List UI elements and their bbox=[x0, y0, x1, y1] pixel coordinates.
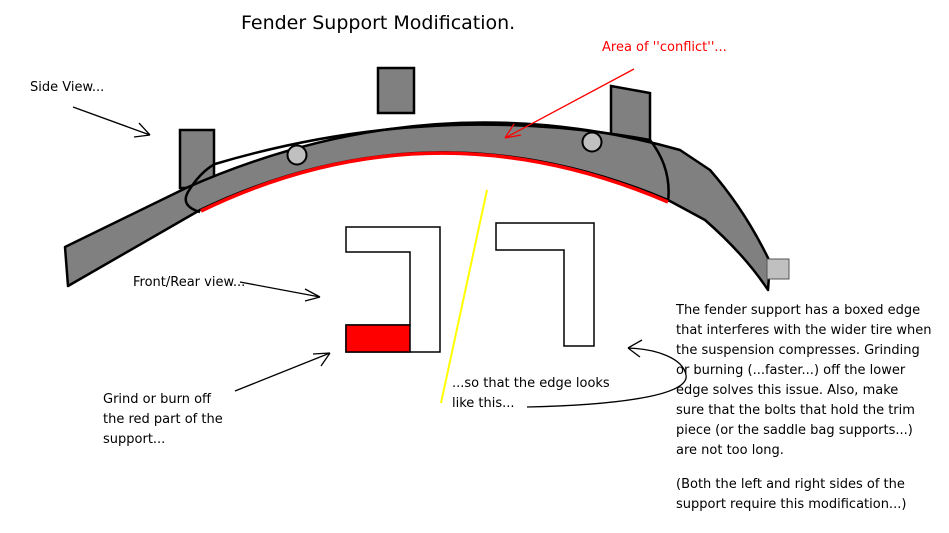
description-line: edge solves this issue. Also, make bbox=[676, 383, 899, 398]
note-line: (Both the left and right sides of the bbox=[676, 477, 905, 492]
grind-instruction-line: the red part of the bbox=[103, 412, 223, 427]
description-line: or burning (...faster...) off the lower bbox=[676, 363, 906, 378]
left-bolt bbox=[286, 144, 308, 166]
red-grind-area bbox=[345, 324, 411, 353]
grind-instruction: Grind or burn off the red part of the su… bbox=[103, 390, 223, 450]
description-paragraph: The fender support has a boxed edge that… bbox=[676, 301, 932, 461]
profile-after-outline bbox=[495, 222, 595, 347]
diagram-title: Fender Support Modification. bbox=[241, 12, 516, 34]
description-line: sure that the bolts that hold the trim bbox=[676, 403, 915, 418]
note-line: support require this modification...) bbox=[676, 497, 907, 512]
description-line: the suspension compresses. Grinding bbox=[676, 343, 920, 358]
side-view-label: Side View... bbox=[30, 80, 105, 95]
conflict-label: Area of ''conflict''... bbox=[602, 40, 727, 55]
grind-instruction-line: support... bbox=[103, 432, 166, 447]
description-line: The fender support has a boxed edge bbox=[676, 303, 921, 318]
boxed-section-outline bbox=[184, 123, 670, 214]
center-bracket bbox=[376, 66, 416, 115]
loop-arrow bbox=[526, 339, 687, 408]
description-line: that interferes with the wider tire when bbox=[676, 323, 932, 338]
conflict-arrow bbox=[504, 68, 635, 139]
profile-before bbox=[345, 226, 441, 353]
profile-after bbox=[495, 222, 595, 347]
divider-line bbox=[440, 189, 488, 404]
edge-result-line: like this... bbox=[452, 396, 515, 411]
front-rear-arrow bbox=[239, 281, 321, 302]
edge-result-caption: ...so that the edge looks like this... bbox=[452, 374, 610, 414]
side-view-arrow bbox=[72, 106, 151, 138]
front-rear-view-label: Front/Rear view... bbox=[133, 275, 246, 290]
conflict-edge bbox=[200, 151, 669, 213]
arrows bbox=[72, 68, 687, 408]
note-paragraph: (Both the left and right sides of the su… bbox=[676, 475, 906, 515]
fender-support-side-view bbox=[63, 66, 790, 292]
grind-instruction-line: Grind or burn off bbox=[103, 392, 211, 407]
right-bolt bbox=[581, 131, 603, 153]
description-line: piece (or the saddle bag supports...) bbox=[676, 423, 913, 438]
end-tab bbox=[766, 258, 790, 280]
edge-result-line: ...so that the edge looks bbox=[452, 376, 610, 391]
grind-arrow bbox=[234, 352, 331, 392]
description-line: are not too long. bbox=[676, 443, 784, 458]
